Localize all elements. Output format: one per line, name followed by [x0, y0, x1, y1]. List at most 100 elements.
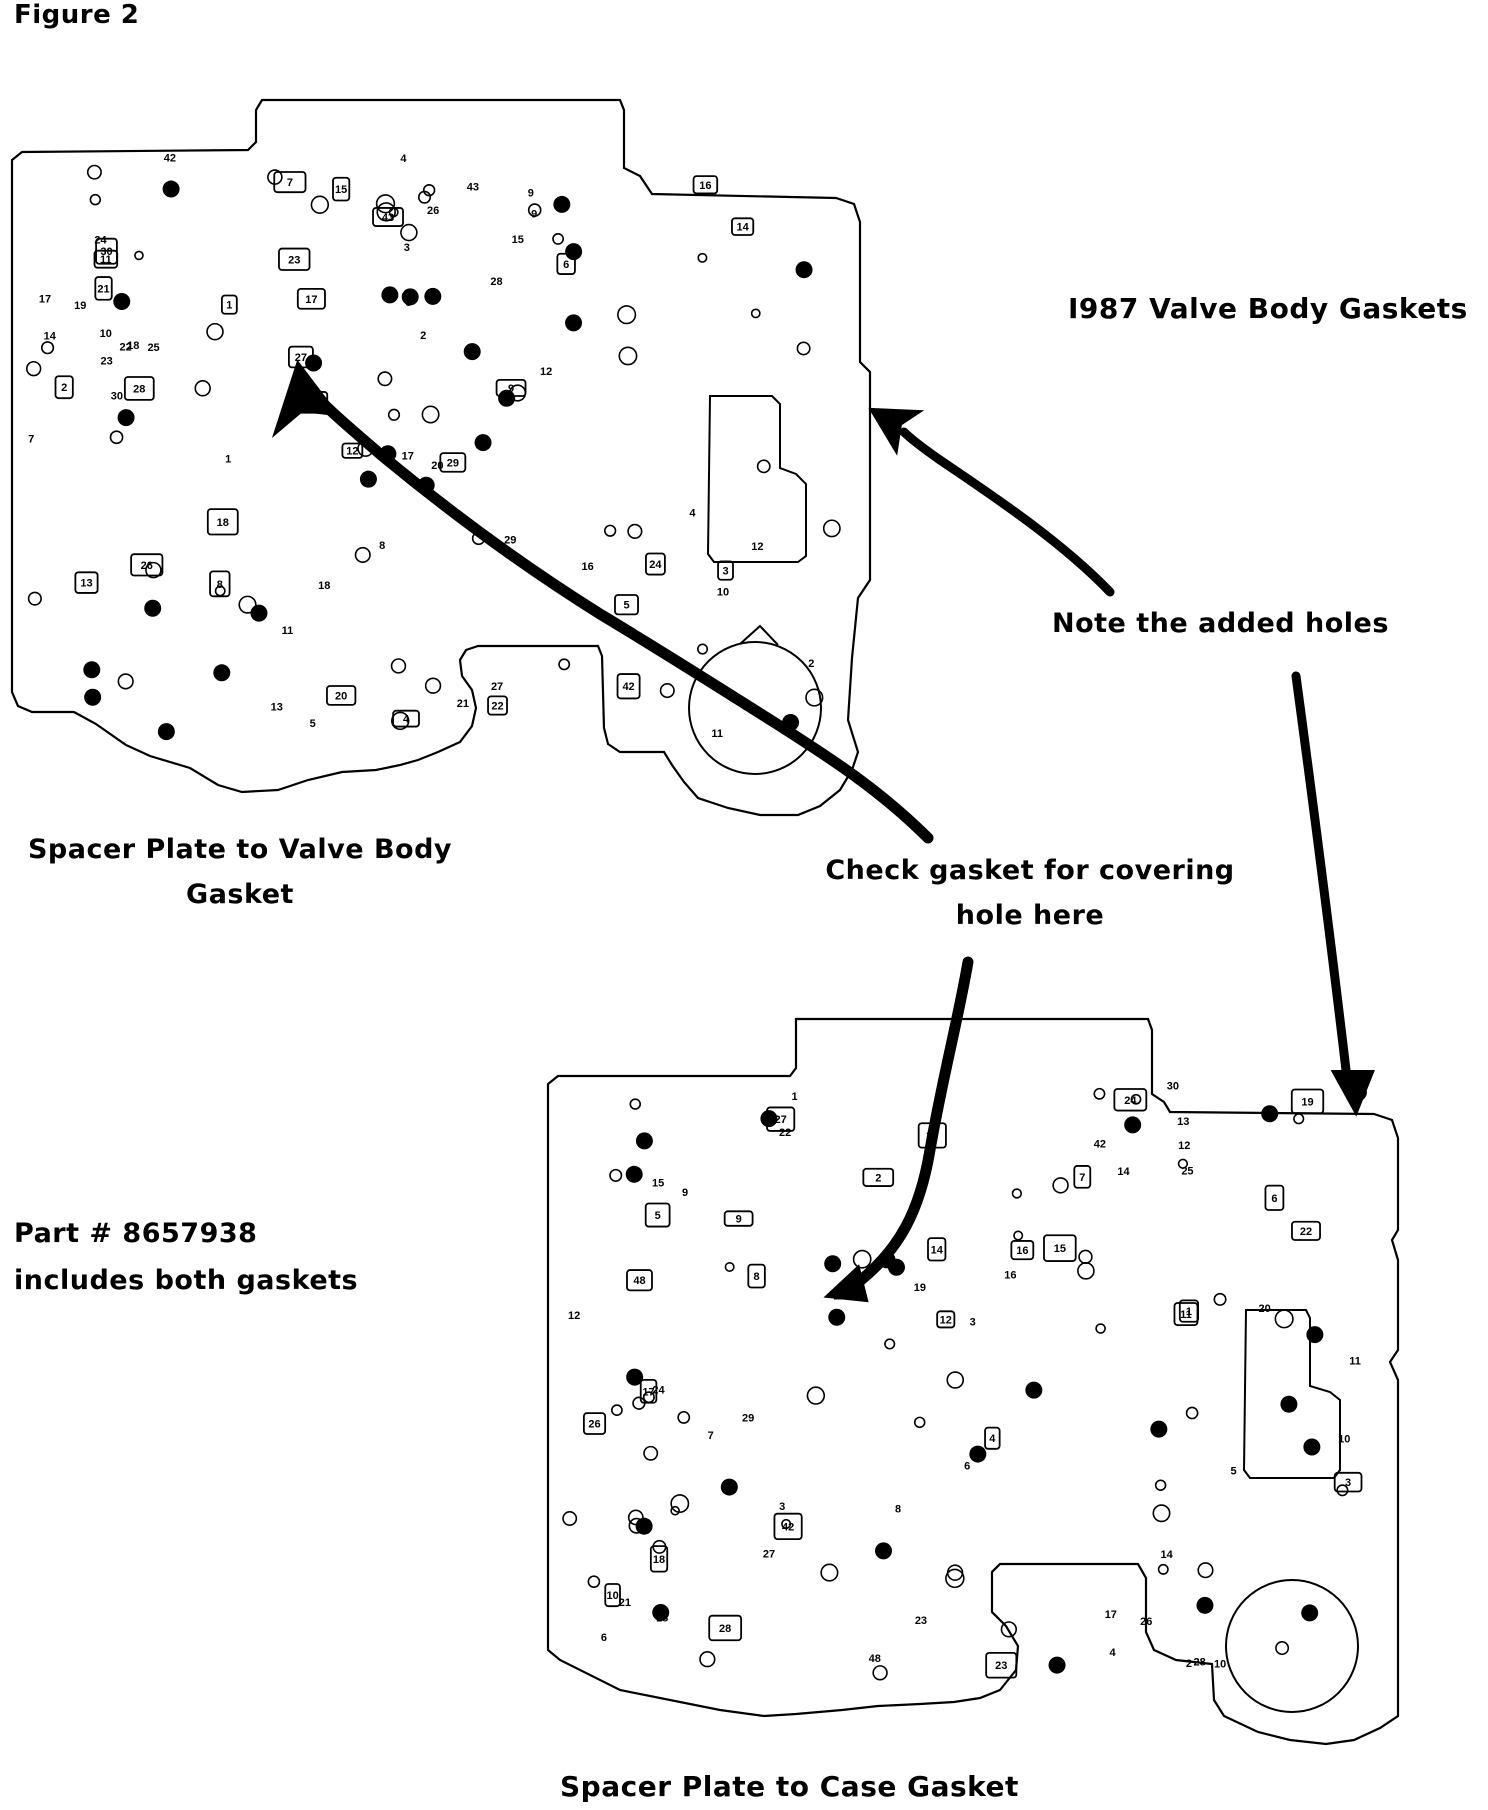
bottom-solid-hole: [1301, 1604, 1319, 1622]
arrow-added-holes-top: [868, 407, 1115, 597]
top-hole-tag: 9: [528, 188, 534, 200]
bottom-solid-hole: [1196, 1596, 1214, 1614]
top-hole-tag: 2: [420, 330, 426, 342]
diagram-title: I987 Valve Body Gaskets: [1068, 292, 1468, 325]
bottom-boxed-hole: [639, 1379, 658, 1404]
bottom-hole-tag: 17: [1105, 1609, 1117, 1621]
bottom-gasket-outline: [546, 1017, 1400, 1746]
top-boxed-hole: [74, 571, 99, 594]
bottom-open-hole: [852, 1249, 872, 1269]
top-boxed-hole: [645, 552, 666, 576]
bottom-boxed-hole: [723, 1210, 754, 1227]
top-hole-tag: 2: [808, 658, 814, 670]
top-open-hole: [422, 183, 436, 197]
top-open-hole: [527, 203, 542, 217]
bottom-open-hole: [1011, 1188, 1023, 1199]
top-open-hole: [375, 194, 396, 214]
bottom-open-hole: [1213, 1292, 1227, 1306]
bottom-hole-number: 11: [1180, 1309, 1192, 1321]
part-number-note: Part # 8657938 includes both gaskets: [14, 1218, 358, 1296]
bottom-solid-hole: [760, 1110, 778, 1128]
top-hole-tag: 24: [94, 234, 107, 246]
top-boxed-hole: [95, 237, 118, 265]
bottom-open-hole: [627, 1509, 644, 1526]
top-boxed-hole: [130, 553, 164, 577]
top-gasket-holes: 5346728910111213141516171820212223242627…: [25, 153, 841, 741]
top-solid-hole: [113, 293, 131, 311]
bottom-open-hole: [562, 1511, 578, 1526]
bottom-boxed-hole: [766, 1106, 796, 1132]
bottom-hole-number: 1: [1186, 1306, 1192, 1318]
bottom-hole-tag: 1: [791, 1091, 797, 1103]
bottom-hole-tag: 10: [1338, 1434, 1350, 1446]
top-hole-number: 15: [335, 184, 347, 196]
bottom-boxed-hole: [747, 1263, 766, 1289]
bottom-open-hole: [1275, 1641, 1290, 1656]
bottom-open-hole: [643, 1445, 659, 1461]
top-open-hole: [805, 688, 824, 707]
bottom-open-hole: [677, 1410, 691, 1424]
top-open-hole: [552, 232, 565, 245]
bottom-gasket-caption: Spacer Plate to Case Gasket: [560, 1770, 1019, 1803]
top-boxed-hole: [220, 294, 238, 315]
top-open-hole: [376, 202, 396, 222]
bottom-open-hole: [1157, 1563, 1169, 1575]
bottom-open-hole: [1177, 1158, 1189, 1169]
bottom-open-hole: [670, 1505, 680, 1516]
top-hole-tag: 25: [147, 342, 159, 354]
bottom-open-hole: [946, 1564, 964, 1581]
bottom-open-hole: [945, 1568, 965, 1589]
top-solid-hole: [463, 343, 481, 361]
bottom-boxed-hole: [862, 1167, 895, 1187]
top-boxed-hole: [487, 695, 508, 716]
bottom-open-hole: [1336, 1484, 1349, 1497]
bottom-open-hole: [781, 1518, 792, 1529]
top-solid-hole: [144, 599, 162, 617]
bottom-open-hole: [628, 1517, 645, 1534]
top-open-hole: [604, 524, 617, 537]
bottom-boxed-hole: [1333, 1471, 1363, 1493]
bottom-open-hole: [670, 1494, 690, 1514]
top-solid-hole: [213, 664, 231, 682]
top-boxed-hole: [54, 375, 74, 400]
top-open-hole: [659, 683, 675, 699]
bottom-boxed-hole: [604, 1583, 621, 1608]
top-solid-hole: [795, 261, 813, 279]
top-solid-hole: [474, 434, 492, 452]
bottom-solid-hole: [1261, 1105, 1279, 1123]
top-solid-hole: [157, 723, 175, 741]
top-boxed-hole: [439, 452, 467, 473]
arrow-check-hole-bottom: [823, 956, 974, 1303]
bottom-hole-tag: 24: [652, 1384, 665, 1396]
figure-label: Figure 2: [14, 0, 140, 30]
bottom-hole-tag: 5: [1230, 1466, 1236, 1478]
top-hole-tag: 26: [427, 205, 439, 217]
bottom-hole-number: 12: [940, 1314, 952, 1326]
bottom-solid-hole: [652, 1604, 670, 1622]
bottom-open-hole: [946, 1371, 965, 1389]
bottom-boxed-hole: [644, 1202, 671, 1228]
top-hole-number: 3: [722, 566, 728, 578]
top-hole-number: 17: [305, 294, 317, 306]
top-caption-line-2: Gasket: [186, 879, 294, 910]
bottom-hole-tag: 15: [652, 1178, 664, 1190]
top-hole-number: 2: [61, 382, 67, 394]
top-open-hole: [109, 430, 124, 445]
bottom-open-hole: [1095, 1323, 1106, 1334]
top-boxed-hole: [614, 594, 639, 616]
top-hole-tag: 29: [504, 534, 516, 546]
top-open-hole: [424, 677, 442, 694]
top-hole-tag: 30: [111, 390, 123, 402]
bottom-irregular-cutout: [1242, 1309, 1341, 1479]
bottom-open-hole: [1093, 1087, 1106, 1100]
bottom-solid-hole: [626, 1368, 644, 1386]
bottom-boxed-hole: [1113, 1088, 1148, 1112]
top-solid-hole: [401, 288, 419, 306]
top-solid-hole: [424, 287, 442, 305]
bottom-boxed-hole: [1010, 1240, 1035, 1261]
bottom-open-hole: [1077, 1262, 1095, 1280]
top-open-hole: [618, 346, 638, 366]
bottom-hole-number: 23: [995, 1660, 1007, 1672]
top-open-hole: [377, 371, 393, 387]
